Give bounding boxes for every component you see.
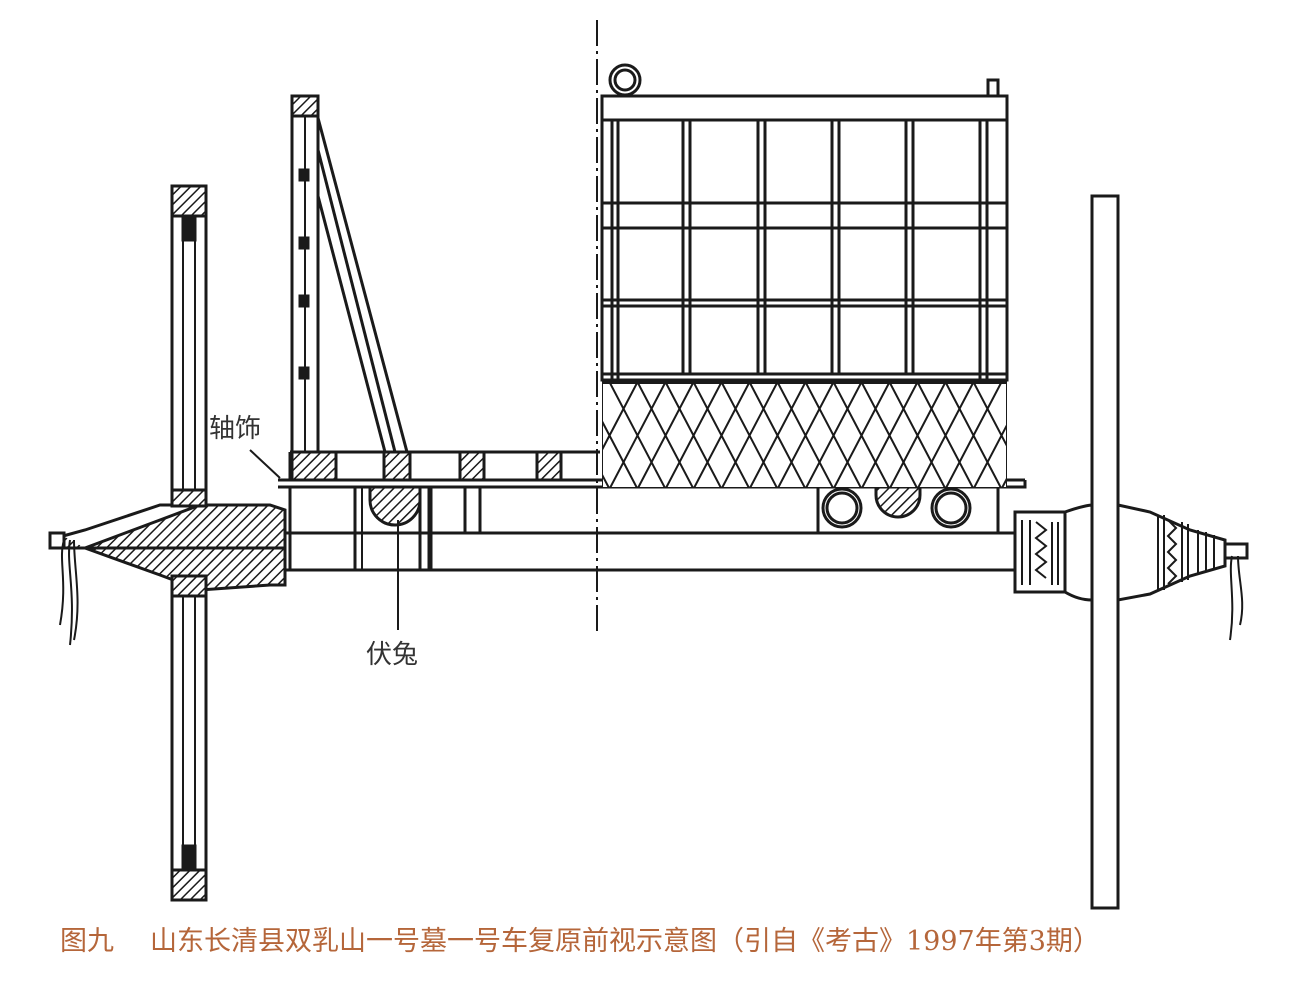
rabbit-block: [288, 485, 482, 630]
axle-ornament-leader: [249, 449, 281, 479]
left-wheel: [170, 184, 208, 902]
carriage-grid: [600, 63, 1009, 385]
right-rabbit-block: [816, 480, 1027, 535]
right-wheel: [1090, 194, 1120, 910]
right-wheel-hub: [1013, 503, 1249, 641]
lattice-panel: [602, 383, 1007, 488]
figure-caption: 图九 山东长清县双乳山一号墓一号车复原前视示意图（引自《考古》1997年第3期）: [60, 919, 1100, 958]
figure-caption-text: 山东长清县双乳山一号墓一号车复原前视示意图（引自《考古》1997年第3期）: [150, 926, 1100, 957]
axle-ornament-label: 轴饰: [209, 414, 262, 444]
crouching-rabbit-label: 伏兔: [366, 640, 419, 670]
left-wheel-hub: [48, 503, 287, 646]
left-side-rail: [290, 94, 409, 453]
figure-number: 图九: [60, 926, 114, 957]
